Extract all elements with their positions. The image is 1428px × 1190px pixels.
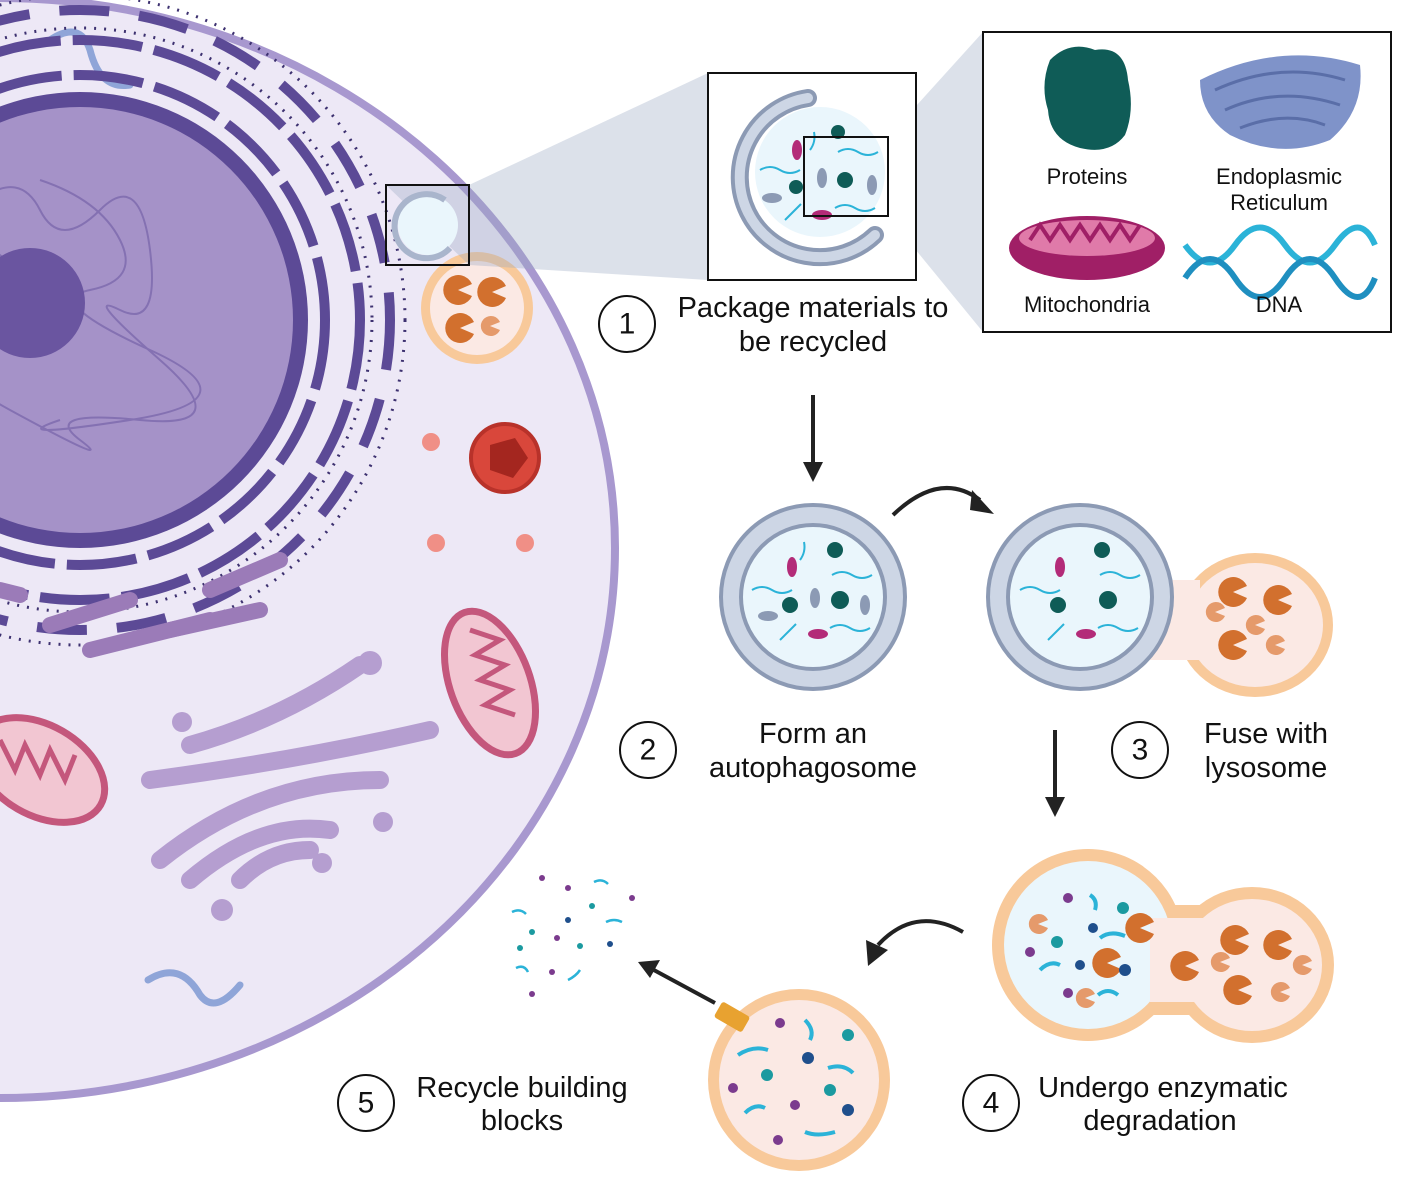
zoom-projection xyxy=(888,32,983,332)
step-2: 2 Form an autophagosome xyxy=(619,718,917,784)
step-label: Undergo enzymatic xyxy=(1038,1072,1288,1104)
step-number: 2 xyxy=(640,734,657,767)
rna-strand xyxy=(144,969,244,1007)
nucleus xyxy=(0,107,293,533)
step-label: autophagosome xyxy=(709,752,917,784)
mitochondrion xyxy=(440,607,540,759)
nucleolus xyxy=(0,248,85,358)
zoom-projection xyxy=(386,73,708,280)
autophagosome xyxy=(719,503,907,691)
cell xyxy=(0,0,619,1102)
step-label: Form an xyxy=(759,718,867,750)
dna-icon xyxy=(1182,224,1378,300)
step-1: 1 Package materials to be recycled xyxy=(598,292,949,358)
step-number: 3 xyxy=(1132,734,1149,767)
protein-icon xyxy=(1044,46,1131,150)
step-4: 4 Undergo enzymatic degradation xyxy=(962,1072,1288,1137)
label-er-line1: Endoplasmic xyxy=(1216,164,1342,189)
label-mitochondria: Mitochondria xyxy=(1024,292,1151,317)
cargo-legend: Proteins Endoplasmic Reticulum Mitochond… xyxy=(982,31,1392,333)
smooth-er xyxy=(0,552,288,658)
transporter-channel xyxy=(714,1002,750,1032)
step-3: 3 Fuse with lysosome xyxy=(1111,718,1328,784)
rna-strand xyxy=(46,28,134,90)
golgi xyxy=(141,656,439,889)
step-label: lysosome xyxy=(1205,752,1328,784)
recycling-vesicle xyxy=(708,989,890,1171)
rough-er xyxy=(0,5,395,635)
step-number: 5 xyxy=(358,1087,375,1120)
step-label: Package materials to xyxy=(678,292,949,324)
step-label: Recycle building xyxy=(416,1072,627,1104)
step-5: 5 Recycle building blocks xyxy=(337,1072,628,1137)
fusing-autolysosome xyxy=(986,503,1333,697)
zoom-box-small xyxy=(385,184,470,266)
mitochondrion xyxy=(0,714,109,826)
step-label: blocks xyxy=(481,1105,563,1137)
building-blocks xyxy=(511,875,635,997)
step-label: be recycled xyxy=(739,326,887,358)
step-label: degradation xyxy=(1083,1105,1236,1137)
label-er-line2: Reticulum xyxy=(1230,190,1328,215)
label-proteins: Proteins xyxy=(1047,164,1128,189)
step-label: Fuse with xyxy=(1204,718,1328,750)
step-number: 1 xyxy=(619,308,636,341)
phagophore-box xyxy=(707,72,917,281)
label-dna: DNA xyxy=(1256,292,1303,317)
arrows xyxy=(638,395,1065,1005)
cell-lysosome xyxy=(421,252,533,364)
autolysosome-degrading xyxy=(992,849,1334,1043)
step-number: 4 xyxy=(983,1087,1000,1120)
